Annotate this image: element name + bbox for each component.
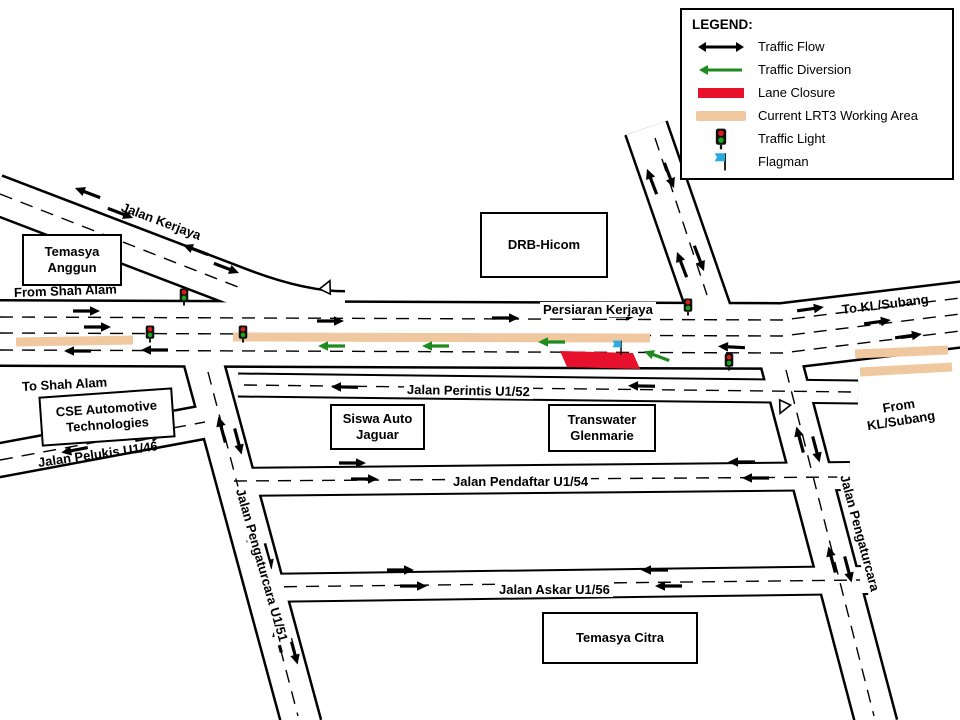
legend-label: Lane Closure: [758, 85, 836, 100]
place-label: Siswa Auto Jaguar: [342, 410, 413, 442]
legend-row-traffic-flow: Traffic Flow: [692, 35, 942, 58]
traffic-flow-arrow-icon: [692, 41, 750, 53]
place-label: Transwater Glenmarie: [567, 411, 637, 443]
legend-label: Traffic Diversion: [758, 62, 852, 77]
working-area-bar: [859, 362, 953, 377]
traffic-flow-arrow: [71, 181, 104, 204]
lane-divider: [243, 384, 853, 393]
legend-label: Flagman: [758, 154, 809, 169]
place-box-cse-automotive: CSE Automotive Technologies: [38, 387, 176, 447]
lane-divider: [0, 421, 206, 461]
legend-row-traffic-light: Traffic Light: [692, 127, 942, 150]
road-jalan-kerjaya-fill: [0, 176, 346, 330]
flagman-icon: [692, 151, 750, 173]
working-area-bar: [854, 345, 949, 359]
place-box-drb-hicom: DRB-Hicom: [480, 212, 608, 278]
legend: LEGEND: Traffic Flow Traffic Diversion: [680, 8, 954, 180]
legend-row-working-area: Current LRT3 Working Area: [692, 104, 942, 127]
legend-row-flagman: Flagman: [692, 150, 942, 173]
lane-divider: [785, 369, 875, 717]
legend-label: Traffic Light: [758, 131, 826, 146]
legend-label: Traffic Flow: [758, 39, 825, 54]
working-area-icon: [692, 110, 750, 122]
lane-closure-bar: [560, 351, 640, 369]
diversion-arrow-icon: [692, 64, 750, 76]
road-pengaturcara-right-fill: [761, 353, 896, 720]
road-label-jalan-perintis: Jalan Perintis U1/52: [403, 381, 533, 400]
lrt3-working-areas: [15, 332, 953, 377]
lane-divider: [0, 330, 960, 354]
legend-label: Current LRT3 Working Area: [758, 108, 918, 123]
road-upper-right-fill: [626, 121, 732, 325]
road-label-persiaran-kerjaya: Persiaran Kerjaya: [540, 302, 656, 317]
legend-title: LEGEND:: [692, 17, 753, 32]
lane-divider: [233, 476, 845, 482]
legend-row-traffic-diversion: Traffic Diversion: [692, 58, 942, 81]
road-perintis-fill: [237, 374, 859, 403]
place-box-temasya-anggun: Temasya Anggun: [22, 234, 122, 286]
place-label: DRB-Hicom: [507, 236, 581, 252]
lane-divider: [261, 579, 861, 588]
lane-divider: [0, 313, 960, 337]
working-area-bar: [232, 332, 651, 343]
place-box-siswa-auto-jaguar: Siswa Auto Jaguar: [330, 404, 425, 450]
place-box-transwater-glenmarie: Transwater Glenmarie: [548, 404, 656, 452]
lane-dividers: [0, 137, 960, 717]
place-label: Temasya Citra: [576, 629, 664, 645]
traffic-light-icon: [692, 127, 750, 151]
road-label-jalan-pendaftar: Jalan Pendaftar U1/54: [450, 474, 592, 489]
place-box-temasya-citra: Temasya Citra: [542, 612, 698, 664]
legend-row-lane-closure: Lane Closure: [692, 81, 942, 104]
place-label: CSE Automotive Technologies: [55, 397, 158, 435]
lane-divider: [0, 297, 960, 321]
place-label: Temasya Anggun: [44, 243, 100, 275]
working-area-bar: [15, 335, 134, 347]
lane-closure-icon: [692, 87, 750, 99]
road-label-jalan-askar: Jalan Askar U1/56: [496, 582, 613, 597]
